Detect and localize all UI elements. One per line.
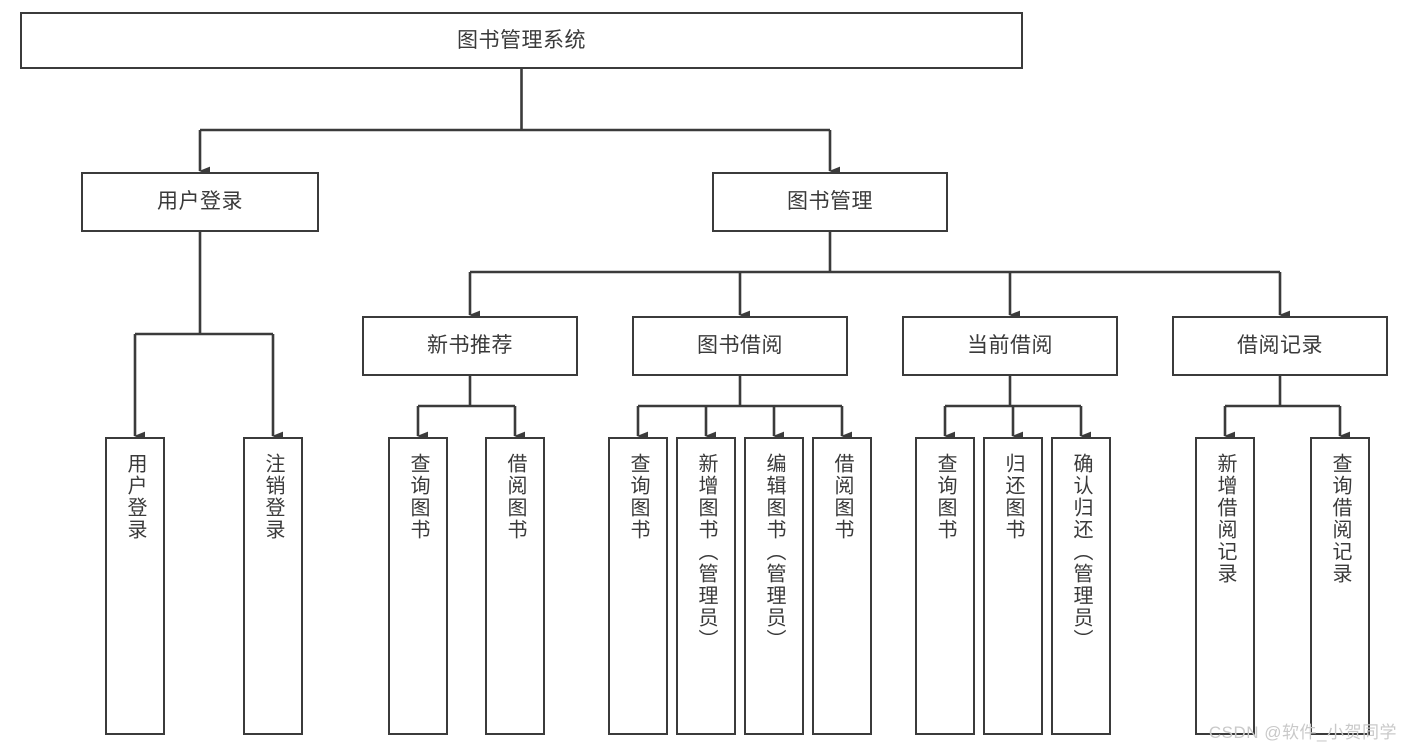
node-label: 借阅记录 <box>1237 334 1323 358</box>
node-user-login[interactable]: 用户登录 <box>81 172 319 232</box>
node-leaf-user-login[interactable]: 用户登录 <box>105 437 165 735</box>
node-leaf-add-book[interactable]: 新增图书（管理员） <box>676 437 736 735</box>
node-leaf-query-book-3[interactable]: 查询图书 <box>915 437 975 735</box>
node-book-borrow[interactable]: 图书借阅 <box>632 316 848 376</box>
node-label: 新书推荐 <box>427 334 513 358</box>
node-label: 当前借阅 <box>967 334 1053 358</box>
node-leaf-borrow-book-1[interactable]: 借阅图书 <box>485 437 545 735</box>
node-leaf-add-record[interactable]: 新增借阅记录 <box>1195 437 1255 735</box>
node-leaf-query-book-2[interactable]: 查询图书 <box>608 437 668 735</box>
node-label: 借阅图书 <box>504 453 526 541</box>
node-label: 查询图书 <box>407 453 429 541</box>
node-leaf-edit-book[interactable]: 编辑图书（管理员） <box>744 437 804 735</box>
node-label: 借阅图书 <box>831 453 853 541</box>
node-label: 图书管理 <box>787 190 873 214</box>
node-leaf-borrow-book-2[interactable]: 借阅图书 <box>812 437 872 735</box>
node-book-manage[interactable]: 图书管理 <box>712 172 948 232</box>
node-label: 用户登录 <box>157 190 243 214</box>
node-leaf-query-book-1[interactable]: 查询图书 <box>388 437 448 735</box>
node-label: 用户登录 <box>124 453 146 541</box>
node-label: 查询借阅记录 <box>1329 453 1351 585</box>
node-leaf-logout[interactable]: 注销登录 <box>243 437 303 735</box>
node-label: 注销登录 <box>262 453 284 541</box>
node-borrow-record[interactable]: 借阅记录 <box>1172 316 1388 376</box>
node-label: 编辑图书（管理员） <box>763 453 785 651</box>
node-new-book-rec[interactable]: 新书推荐 <box>362 316 578 376</box>
node-leaf-query-record[interactable]: 查询借阅记录 <box>1310 437 1370 735</box>
node-label: 确认归还（管理员） <box>1070 453 1092 651</box>
node-leaf-return-book[interactable]: 归还图书 <box>983 437 1043 735</box>
watermark-label: CSDN @软件_小贺同学 <box>1208 723 1397 742</box>
node-label: 图书管理系统 <box>457 28 586 52</box>
node-label: 查询图书 <box>934 453 956 541</box>
node-label: 新增图书（管理员） <box>695 453 717 651</box>
node-current-borrow[interactable]: 当前借阅 <box>902 316 1118 376</box>
node-leaf-confirm-return[interactable]: 确认归还（管理员） <box>1051 437 1111 735</box>
node-label: 图书借阅 <box>697 334 783 358</box>
edge-group <box>133 69 1350 441</box>
node-root[interactable]: 图书管理系统 <box>20 12 1023 69</box>
node-label: 查询图书 <box>627 453 649 541</box>
node-label: 新增借阅记录 <box>1214 453 1236 585</box>
node-label: 归还图书 <box>1002 453 1024 541</box>
